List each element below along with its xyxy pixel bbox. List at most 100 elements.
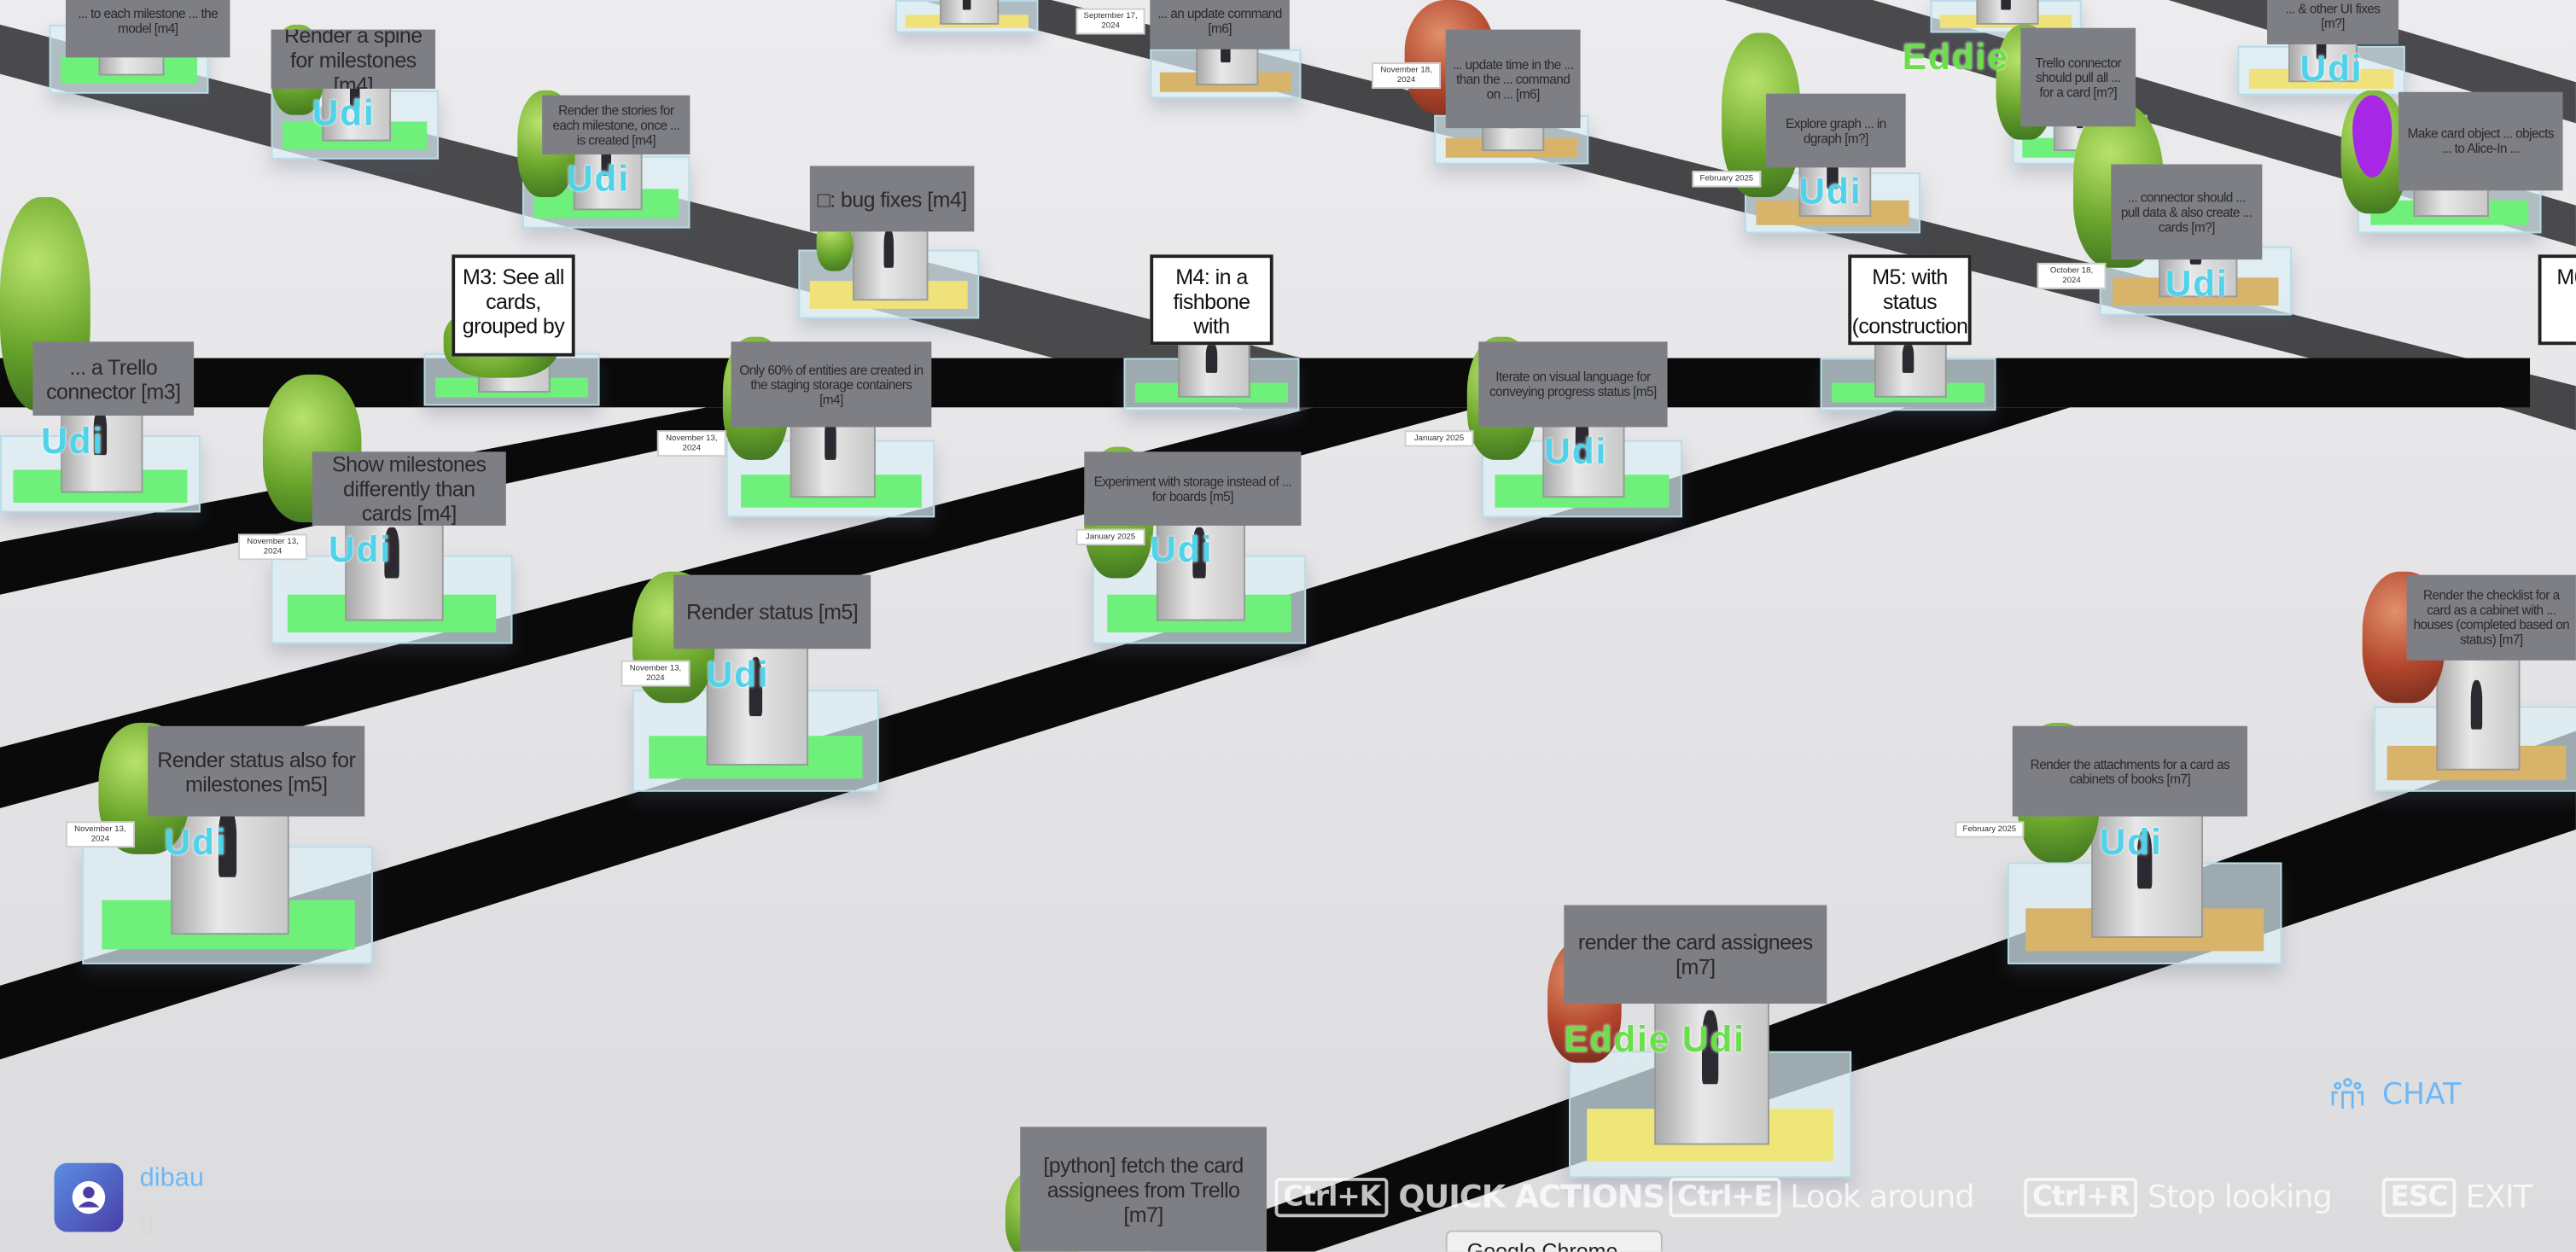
- glass-booth: [938, 0, 999, 24]
- assignee-label: Udi: [164, 821, 228, 863]
- task-platform[interactable]: [1930, 0, 2082, 33]
- avatar-figure: [1192, 527, 1206, 579]
- task-sign[interactable]: Show milestones differently than cards […: [312, 451, 506, 526]
- date-tag: November 13, 2024: [238, 533, 307, 561]
- people-icon: [2331, 1078, 2364, 1109]
- task-sign[interactable]: ... an update command [m6]: [1150, 0, 1290, 49]
- user-name: dibau: [139, 1164, 204, 1193]
- assignee-label: Eddie: [1902, 36, 2009, 78]
- date-tag: January 2025: [1075, 528, 1145, 546]
- shortcut-label: Stop looking: [2147, 1179, 2333, 1216]
- assignee-label: Udi: [1798, 171, 1862, 213]
- avatar-figure: [883, 228, 895, 268]
- date-tag: September 17, 2024: [1075, 8, 1145, 35]
- shortcut-label: EXIT: [2465, 1179, 2532, 1216]
- shortcut-label: QUICK ACTIONS: [1398, 1179, 1664, 1216]
- shortcut-key: Ctrl+K: [1274, 1178, 1389, 1218]
- task-platform[interactable]: [1123, 329, 1300, 411]
- assignee-label: Udi: [1150, 528, 1214, 570]
- shortcut-quick-actions[interactable]: Ctrl+K QUICK ACTIONS: [1274, 1178, 1665, 1218]
- milestone-board[interactable]: M5: with status (construction visual: [1848, 254, 1972, 346]
- task-sign[interactable]: Render a spine for milestones [m4]: [271, 29, 436, 89]
- avatar-figure: [748, 656, 763, 717]
- shortcut-exit[interactable]: ESC EXIT: [2381, 1178, 2532, 1218]
- assignee-label: Eddie Udi: [1564, 1018, 1746, 1060]
- task-platform[interactable]: [1150, 23, 1302, 99]
- task-sign[interactable]: Render status also for milestones [m5]: [148, 725, 365, 817]
- user-status: g: [139, 1207, 154, 1236]
- task-sign[interactable]: Iterate on visual language for conveying…: [1478, 341, 1668, 428]
- task-sign[interactable]: ... & other UI fixes [m?]: [2267, 0, 2399, 44]
- avatar-figure: [2001, 0, 2011, 9]
- app-tooltip: Google Chrome: [1445, 1230, 1663, 1252]
- avatar-figure: [1903, 342, 1914, 372]
- task-platform[interactable]: [0, 393, 201, 513]
- milestone-board[interactable]: M3: See all cards, grouped by: [452, 254, 575, 357]
- user-avatar[interactable]: [54, 1162, 124, 1232]
- avatar-figure: [2136, 829, 2153, 889]
- date-tag: November 18, 2024: [1372, 62, 1441, 89]
- task-sign[interactable]: Render the stories for each milestone, o…: [542, 95, 691, 154]
- assignee-label: Udi: [41, 420, 105, 462]
- task-sign[interactable]: Render the checklist for a card as a cab…: [2406, 574, 2576, 661]
- task-sign[interactable]: Make card object ... objects ... to Alic…: [2398, 91, 2563, 191]
- task-platform[interactable]: [271, 505, 513, 644]
- task-sign[interactable]: Experiment with storage instead of ... f…: [1084, 451, 1302, 526]
- shortcut-key: Ctrl+R: [2024, 1178, 2138, 1218]
- avatar-figure: [384, 527, 399, 579]
- task-sign[interactable]: Render status [m5]: [673, 574, 871, 649]
- milestone-board[interactable]: M4: in a fishbone with milestone +: [1150, 254, 1273, 346]
- location-pin-icon[interactable]: [2352, 95, 2392, 178]
- task-sign[interactable]: [python] fetch the card assignees from T…: [1020, 1127, 1267, 1252]
- shortcut-label: Look around: [1790, 1179, 1974, 1216]
- shortcut-look-around[interactable]: Ctrl+E Look around: [1669, 1178, 1975, 1218]
- date-tag: October 18, 2024: [2037, 262, 2107, 289]
- chat-button[interactable]: CHAT: [2329, 1076, 2461, 1112]
- task-platform[interactable]: [1092, 505, 1307, 644]
- avatar-figure: [2316, 31, 2327, 60]
- date-tag: January 2025: [1404, 430, 1474, 447]
- user-icon: [72, 1180, 106, 1214]
- task-sign[interactable]: Render the attachments for a card as cab…: [2012, 725, 2247, 817]
- avatar-figure: [349, 68, 360, 109]
- task-platform[interactable]: [2374, 658, 2576, 792]
- assignee-label: Udi: [2299, 47, 2363, 89]
- shortcut-key: ESC: [2381, 1178, 2457, 1218]
- assignee-label: Udi: [2099, 821, 2163, 863]
- task-platform[interactable]: [82, 778, 373, 964]
- avatar-figure: [94, 411, 107, 456]
- shortcut-stop-looking[interactable]: Ctrl+R Stop looking: [2024, 1178, 2333, 1218]
- date-tag: November 13, 2024: [621, 660, 691, 687]
- task-sign[interactable]: Trello connector should pull all ... for…: [2020, 27, 2136, 127]
- task-platform[interactable]: [1569, 979, 1852, 1179]
- task-sign[interactable]: ... a Trello connector [m3]: [32, 341, 195, 416]
- assignee-label: Udi: [706, 654, 770, 696]
- date-tag: February 2025: [1692, 171, 1762, 188]
- task-sign[interactable]: Only 60% of entities are created in the …: [731, 341, 932, 428]
- task-sign[interactable]: ... update time in the ... than the ... …: [1445, 29, 1581, 129]
- avatar-figure: [2470, 678, 2483, 729]
- milestone-board[interactable]: M6: [2538, 254, 2576, 346]
- task-sign[interactable]: ... connector should ... pull data & als…: [2111, 164, 2263, 260]
- task-platform[interactable]: [895, 0, 1039, 33]
- assignee-label: Udi: [312, 91, 376, 133]
- assignee-label: Udi: [1544, 430, 1608, 472]
- task-platform[interactable]: [2007, 805, 2282, 964]
- assignee-label: Udi: [2165, 262, 2229, 305]
- assignee-label: Udi: [328, 528, 392, 570]
- avatar-figure: [1701, 1010, 1719, 1084]
- task-sign[interactable]: ... to each milestone ... the model [m4]: [65, 0, 230, 58]
- task-sign[interactable]: □: bug fixes [m4]: [809, 166, 975, 232]
- assignee-label: Udi: [567, 157, 631, 199]
- road: [0, 407, 2071, 1060]
- date-tag: February 2025: [1955, 821, 2025, 838]
- task-sign[interactable]: Explore graph ... in dgraph [m?]: [1766, 93, 1906, 168]
- task-platform[interactable]: [632, 632, 879, 792]
- avatar-figure: [1206, 342, 1217, 372]
- task-sign[interactable]: render the card assignees [m7]: [1564, 905, 1827, 1004]
- date-tag: November 13, 2024: [656, 430, 726, 457]
- road: [1150, 731, 2576, 1252]
- avatar-figure: [219, 807, 236, 876]
- task-platform[interactable]: [1820, 329, 1996, 411]
